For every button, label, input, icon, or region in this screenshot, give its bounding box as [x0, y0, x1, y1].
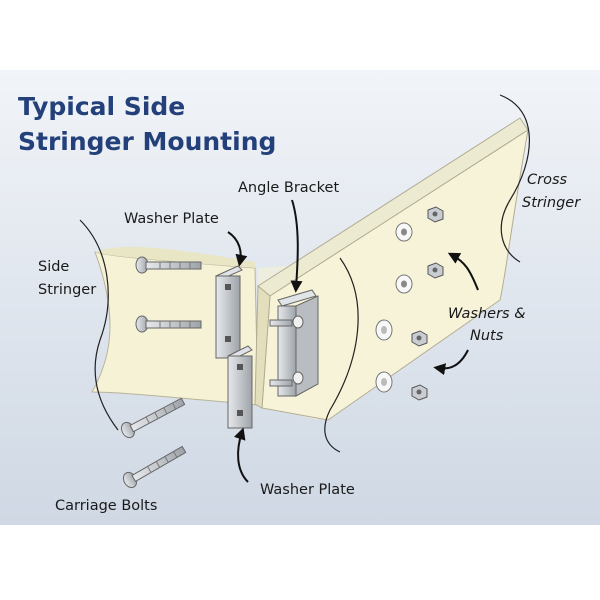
title-line-1: Typical Side	[18, 92, 185, 121]
label-angle-bracket: Angle Bracket	[238, 180, 339, 196]
carriage-bolt	[122, 445, 187, 489]
carriage-bolt	[135, 315, 202, 333]
label-washers-nuts-2: Nuts	[470, 328, 504, 344]
title-line-2: Stringer Mounting	[18, 127, 276, 156]
label-side-stringer-2: Stringer	[38, 282, 96, 298]
cross-stringer-hardware	[395, 206, 444, 294]
arrow-angle-bracket	[290, 199, 303, 293]
cross-stringer-board	[254, 117, 529, 421]
label-cross-stringer-1: Cross	[527, 172, 568, 188]
break-lines	[79, 94, 530, 453]
carriage-bolt	[121, 397, 186, 439]
label-washers-nuts-1: Washers &	[448, 306, 526, 322]
carriage-bolts	[121, 256, 202, 489]
arrow-washers-nuts-upper	[447, 252, 479, 291]
label-washer-plate-top: Washer Plate	[124, 211, 219, 227]
pointer-arrows	[227, 199, 479, 483]
loose-washers-nuts	[375, 319, 428, 401]
arrow-washer-plate-bottom	[234, 427, 249, 483]
arrow-washers-nuts-lower	[433, 349, 469, 376]
carriage-bolt	[135, 256, 202, 274]
arrow-washer-plate-top	[227, 231, 248, 267]
angle-bracket	[269, 289, 319, 397]
washer-plate-top	[215, 265, 243, 359]
label-washer-plate-bottom: Washer Plate	[260, 482, 355, 498]
label-side-stringer-1: Side	[38, 259, 69, 275]
washer-plate-bottom	[227, 345, 253, 429]
label-carriage-bolts: Carriage Bolts	[55, 498, 157, 514]
label-cross-stringer-2: Stringer	[522, 195, 581, 211]
